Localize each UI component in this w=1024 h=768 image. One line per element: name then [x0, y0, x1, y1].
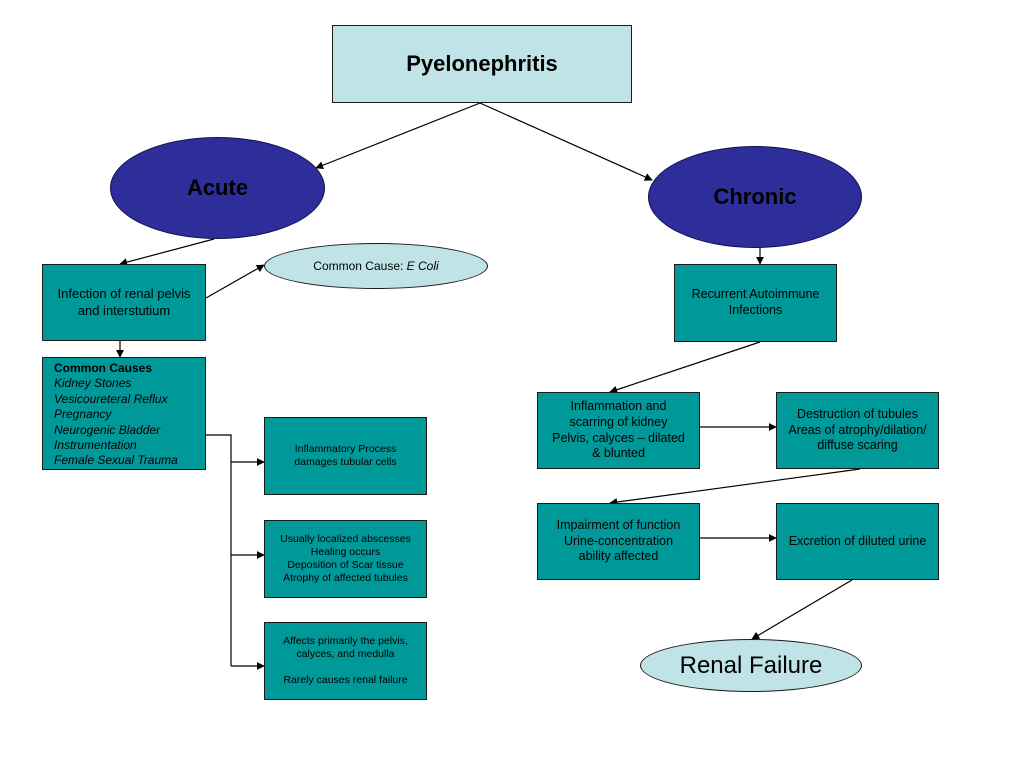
- impairment-box: Impairment of function Urine-concentrati…: [537, 503, 700, 580]
- arrow-acute-to-infection: [119, 238, 215, 267]
- effect-box-2: Usually localized abscesses Healing occu…: [264, 520, 427, 598]
- cause-item: Female Sexual Trauma: [54, 453, 178, 468]
- effect-box-3: Affects primarily the pelvis, calyces, a…: [264, 622, 427, 700]
- effect-text-2: Usually localized abscesses Healing occu…: [280, 532, 411, 585]
- infection-text: Infection of renal pelvis and interstuti…: [57, 286, 191, 318]
- excretion-box: Excretion of diluted urine: [776, 503, 939, 580]
- common-cause-text: Common Cause: E Coli: [313, 259, 438, 274]
- effect-box-1: Inflammatory Process damages tubular cel…: [264, 417, 427, 495]
- acute-label: Acute: [186, 175, 249, 201]
- cause-item: Kidney Stones: [54, 376, 132, 391]
- common-cause-prefix: Common Cause:: [313, 258, 407, 273]
- arrow-recurrent-to-inflammation: [609, 341, 761, 394]
- inflammation-text: Inflammation and scarring of kidney Pelv…: [552, 399, 685, 461]
- common-causes-heading: Common Causes: [54, 361, 153, 375]
- chronic-label: Chronic: [713, 184, 797, 210]
- destruction-box: Destruction of tubules Areas of atrophy/…: [776, 392, 939, 469]
- impairment-text: Impairment of function Urine-concentrati…: [556, 518, 681, 564]
- common-cause-ellipse: Common Cause: E Coli: [264, 243, 488, 289]
- cause-item: Instrumentation: [54, 438, 137, 453]
- effect-text-1: Inflammatory Process damages tubular cel…: [294, 442, 397, 468]
- cause-item: Pregnancy: [54, 407, 112, 422]
- excretion-text: Excretion of diluted urine: [788, 533, 927, 548]
- common-causes-box: Common Causes Kidney Stones Vesicoureter…: [42, 357, 206, 470]
- renal-failure-text: Renal Failure: [679, 651, 823, 679]
- effect-text-3: Affects primarily the pelvis, calyces, a…: [283, 634, 408, 687]
- arrow-title-to-chronic: [479, 102, 653, 181]
- renal-failure-ellipse: Renal Failure: [640, 639, 862, 692]
- inflammation-box: Inflammation and scarring of kidney Pelv…: [537, 392, 700, 469]
- page-title: Pyelonephritis: [406, 51, 558, 77]
- common-cause-organism: E Coli: [406, 258, 439, 273]
- arrow-title-to-acute: [315, 102, 481, 170]
- infection-box: Infection of renal pelvis and interstuti…: [42, 264, 206, 341]
- bracket-connector: [206, 434, 232, 666]
- chronic-ellipse: Chronic: [648, 146, 862, 248]
- arrow-infection-to-common-cause: [205, 264, 265, 299]
- title-box: Pyelonephritis: [332, 25, 632, 103]
- recurrent-text: Recurrent Autoimmune Infections: [691, 287, 820, 317]
- destruction-text: Destruction of tubules Areas of atrophy/…: [788, 407, 927, 453]
- cause-item: Vesicoureteral Reflux: [54, 391, 168, 406]
- cause-item: Neurogenic Bladder: [54, 422, 161, 437]
- acute-ellipse: Acute: [110, 137, 325, 239]
- recurrent-box: Recurrent Autoimmune Infections: [674, 264, 837, 342]
- arrow-excretion-to-renal-failure: [751, 579, 853, 640]
- arrow-destruction-to-impairment: [609, 468, 861, 506]
